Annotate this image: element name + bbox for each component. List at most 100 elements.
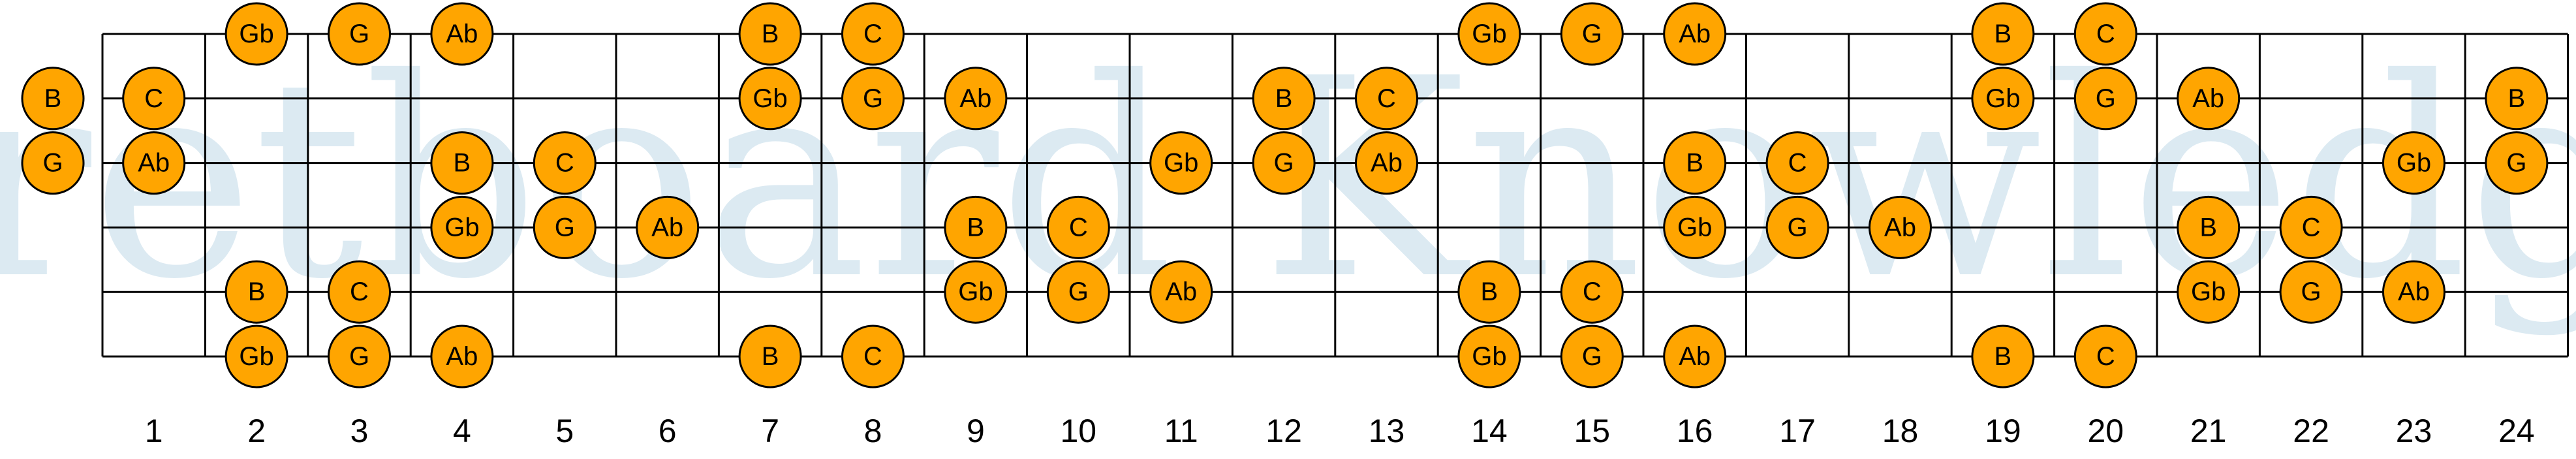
note-label: Ab	[2192, 84, 2224, 113]
note-marker: C	[1046, 195, 1110, 259]
note-marker: Gb	[1457, 2, 1521, 66]
note-label: G	[1788, 213, 1808, 242]
note-marker: G	[1765, 195, 1829, 259]
note-label: C	[2302, 213, 2321, 242]
note-circle	[225, 2, 288, 66]
note-label: B	[44, 84, 62, 113]
note-marker: Ab	[430, 324, 494, 388]
note-label: C	[1788, 149, 1807, 178]
note-circle	[1663, 2, 1727, 66]
note-circle	[430, 195, 494, 259]
note-marker: C	[1560, 260, 1624, 324]
fret-number: 20	[2087, 413, 2124, 449]
note-marker: B	[944, 195, 1008, 259]
note-circle	[21, 131, 85, 195]
note-label: Ab	[1679, 342, 1711, 371]
note-label: B	[1686, 149, 1703, 178]
note-circle	[2382, 260, 2445, 324]
note-marker: Gb	[2177, 260, 2241, 324]
note-label: C	[863, 20, 882, 48]
note-label: Ab	[138, 149, 170, 178]
note-circle	[1457, 260, 1521, 324]
note-circle	[1765, 131, 1829, 195]
note-circle	[636, 195, 700, 259]
note-marker: Gb	[430, 195, 494, 259]
note-circle	[225, 324, 288, 388]
note-circle	[1252, 67, 1316, 131]
note-label: Gb	[753, 84, 787, 113]
note-label: G	[2506, 149, 2526, 178]
note-label: Gb	[1472, 20, 1506, 48]
note-circle	[533, 131, 597, 195]
note-marker: Ab	[944, 67, 1008, 131]
note-marker: G	[2279, 260, 2343, 324]
note-marker: G	[1046, 260, 1110, 324]
note-label: B	[967, 213, 985, 242]
note-label: Ab	[1679, 20, 1711, 48]
note-circle	[1560, 2, 1624, 66]
note-circle	[2485, 67, 2549, 131]
note-circle	[1355, 67, 1418, 131]
fret-number: 21	[2190, 413, 2227, 449]
note-marker: C	[2073, 324, 2137, 388]
note-circle	[1149, 131, 1213, 195]
fretboard-grid	[101, 33, 2569, 358]
note-marker: Ab	[1869, 195, 1932, 259]
note-circle	[2177, 260, 2241, 324]
note-circle	[1869, 195, 1932, 259]
note-label: Ab	[1371, 149, 1403, 178]
note-label: G	[349, 342, 369, 371]
note-circle	[328, 260, 391, 324]
note-label: C	[2096, 20, 2115, 48]
note-marker: B	[1252, 67, 1316, 131]
note-circle	[122, 67, 186, 131]
note-marker: B	[2177, 195, 2241, 259]
note-marker: Ab	[1355, 131, 1418, 195]
note-circle	[944, 260, 1008, 324]
note-circle	[1149, 260, 1213, 324]
note-marker: Gb	[225, 2, 288, 66]
fret-number: 14	[1471, 413, 1508, 449]
note-label: C	[1377, 84, 1396, 113]
fret-number: 23	[2396, 413, 2432, 449]
note-circle	[1663, 324, 1727, 388]
note-circle	[328, 324, 391, 388]
fret-number: 15	[1574, 413, 1610, 449]
note-marker: B	[1457, 260, 1521, 324]
note-circle	[1663, 131, 1727, 195]
fret-number: 3	[350, 413, 369, 449]
fret-number: 10	[1060, 413, 1096, 449]
fret-number: 9	[967, 413, 985, 449]
note-circle	[533, 195, 597, 259]
note-label: Ab	[446, 20, 478, 48]
note-label: C	[555, 149, 574, 178]
note-circle	[1560, 324, 1624, 388]
fret-number: 11	[1164, 413, 1198, 449]
note-circle	[2279, 260, 2343, 324]
note-circle	[944, 67, 1008, 131]
note-circle	[2177, 67, 2241, 131]
note-circle	[2382, 131, 2445, 195]
note-marker: B	[225, 260, 288, 324]
note-circle	[2279, 195, 2343, 259]
note-label: B	[454, 149, 471, 178]
note-label: B	[1275, 84, 1293, 113]
note-circle	[1971, 324, 2035, 388]
note-label: Ab	[2398, 277, 2430, 306]
note-label: B	[1994, 20, 2012, 48]
note-circle	[2485, 131, 2549, 195]
fret-number: 13	[1369, 413, 1405, 449]
note-label: Gb	[1677, 213, 1712, 242]
note-marker: C	[2279, 195, 2343, 259]
note-marker: G	[841, 67, 905, 131]
note-marker: G	[2485, 131, 2549, 195]
note-marker: G	[21, 131, 85, 195]
note-label: B	[1481, 277, 1498, 306]
note-marker: C	[122, 67, 186, 131]
note-circle	[738, 324, 802, 388]
note-label: C	[1069, 213, 1088, 242]
note-marker: G	[1252, 131, 1316, 195]
note-circle	[841, 324, 905, 388]
note-marker: C	[841, 324, 905, 388]
